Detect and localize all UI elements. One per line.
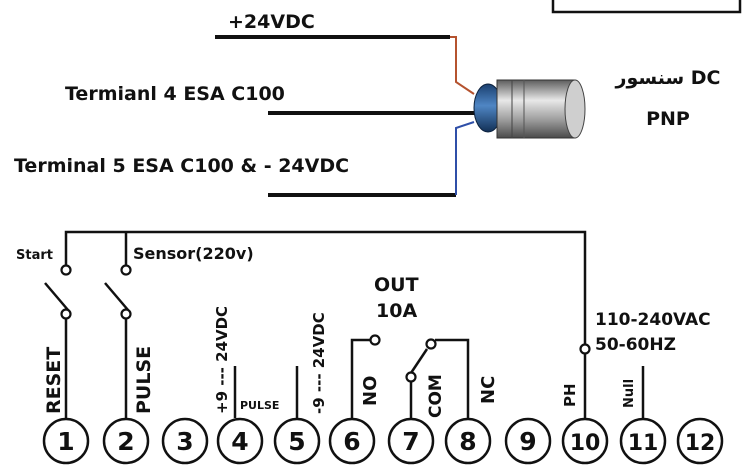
- pulse-label: PULSE: [133, 346, 155, 414]
- terminal-11-circle: [619, 417, 667, 465]
- null-label: Null: [622, 379, 637, 408]
- terminal-3-label: 3: [176, 427, 193, 456]
- pulse-switch: [104, 264, 132, 418]
- terminal-1-circle: [42, 417, 90, 465]
- terminal-12-circle: [676, 417, 724, 465]
- terminal-4-label: 4: [231, 427, 248, 456]
- terminal-9-circle: [504, 417, 552, 465]
- terminal-10-label: 10: [570, 431, 601, 456]
- terminal-2-label: 2: [117, 427, 134, 456]
- terminal-4-circle: [216, 417, 264, 465]
- terminal-2-circle: [102, 417, 150, 465]
- terminal4-label: Termianl 4 ESA C100: [65, 83, 285, 105]
- terminal-8-circle: [444, 417, 492, 465]
- sensor-lead-blue: [455, 121, 475, 195]
- nc-label: NC: [478, 376, 499, 404]
- terminal5-label: Terminal 5 ESA C100 & - 24VDC: [14, 155, 349, 177]
- sensor220-label: Sensor(220v): [133, 244, 254, 263]
- minus-9-24-label: -9 --- 24VDC: [310, 312, 328, 414]
- terminal-5-circle: [273, 417, 321, 465]
- relay-contacts: [350, 334, 470, 418]
- com-label: COM: [426, 374, 446, 418]
- pulse-small-label: PULSE: [240, 399, 279, 412]
- terminal-1-label: 1: [57, 427, 74, 456]
- plus24-label: +24VDC: [228, 11, 315, 33]
- start-label: Start: [16, 248, 53, 263]
- proximity-sensor-icon: [473, 79, 586, 139]
- terminal-12-label: 12: [685, 431, 716, 456]
- terminal-7-label: 7: [402, 427, 419, 456]
- terminal-3-circle: [161, 417, 209, 465]
- terminal-6-label: 6: [343, 427, 360, 456]
- terminal-10-circle: [561, 417, 609, 465]
- power-range-label: 110-240VAC: [595, 310, 711, 330]
- terminal-9-label: 9: [519, 427, 536, 456]
- reset-switch: [44, 264, 72, 418]
- sensor-type-label: سنسور DC: [615, 67, 721, 89]
- sensor-lead-brown: [450, 36, 475, 95]
- out-label: OUT: [374, 274, 419, 296]
- terminal-11-label: 11: [628, 431, 659, 456]
- bus-wire: [64, 230, 587, 344]
- terminal-6-circle: [328, 417, 376, 465]
- frame-fragment: [551, 0, 742, 14]
- ph-junction: [579, 343, 591, 355]
- no-label: NO: [360, 376, 381, 406]
- terminal-5-label: 5: [288, 427, 305, 456]
- terminal-8-label: 8: [459, 427, 476, 456]
- power-freq-label: 50-60HZ: [595, 335, 676, 355]
- terminal-7-circle: [387, 417, 435, 465]
- plus-9-24-label: +9 --- 24VDC: [213, 306, 231, 414]
- sensor-output-label: PNP: [646, 108, 690, 130]
- ph-label: PH: [561, 383, 579, 407]
- reset-label: RESET: [43, 347, 65, 414]
- out-amps-label: 10A: [376, 300, 417, 322]
